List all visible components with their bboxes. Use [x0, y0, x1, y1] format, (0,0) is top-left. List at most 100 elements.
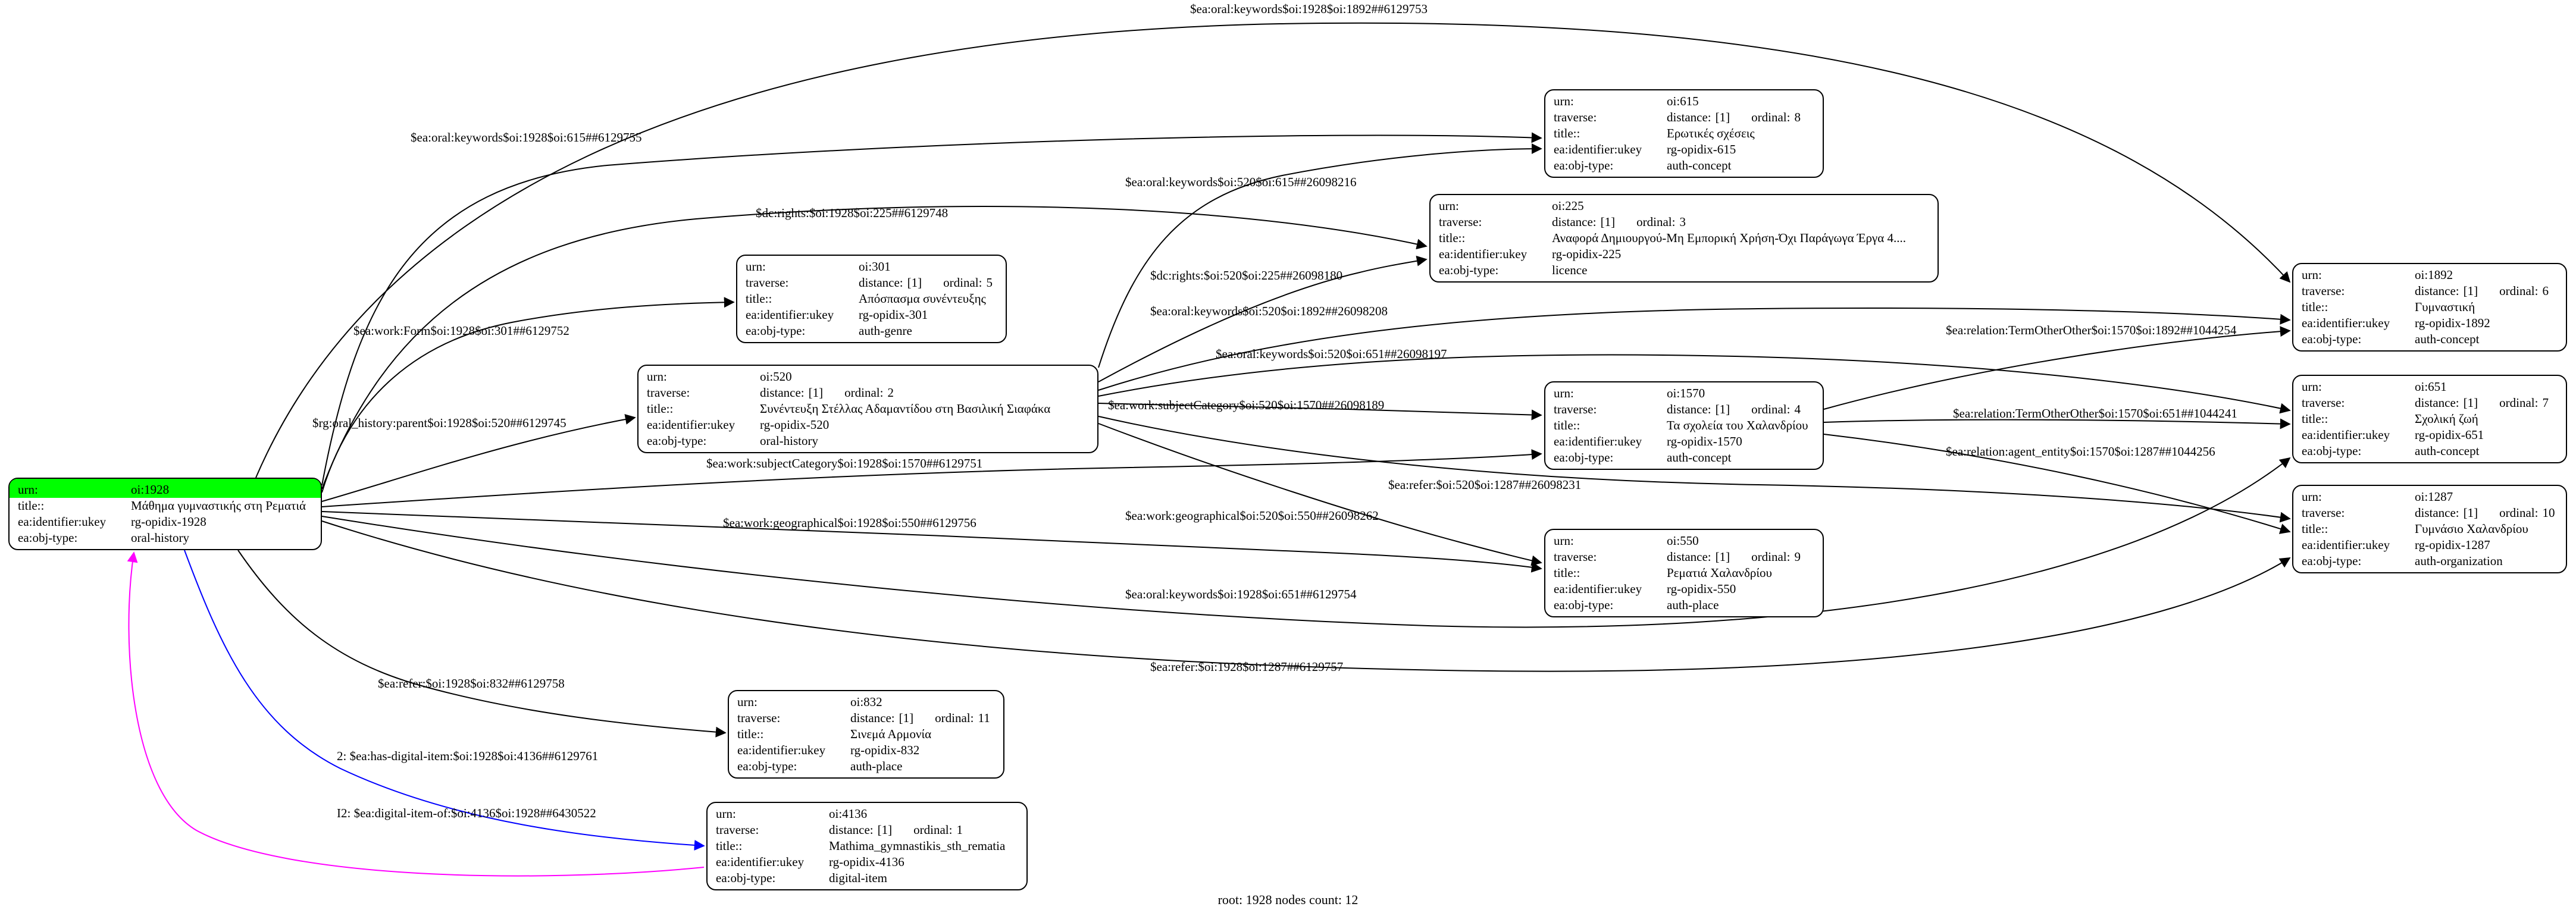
- field-key: ea:identifier:ukey: [2302, 428, 2390, 442]
- edge-oral-keywords-1928-1892: [255, 22, 2291, 478]
- node-field-row: ea:obj-type:auth-organization: [2293, 553, 2566, 569]
- edge-oral-keywords-1928-651: [321, 457, 2291, 628]
- node-oi-615[interactable]: urn:oi:615 traverse:distance:[1]ordinal:…: [1544, 89, 1824, 178]
- field-key: traverse:: [647, 385, 690, 400]
- node-field-row: traverse:distance:[1]ordinal:6: [2293, 283, 2566, 299]
- field-key: ea:obj-type:: [647, 434, 707, 448]
- node-oi-651[interactable]: urn:oi:651 traverse:distance:[1]ordinal:…: [2292, 375, 2567, 463]
- node-field-row: urn:oi:1892: [2293, 267, 2566, 283]
- node-field-row: traverse:distance:[1]ordinal:1: [708, 822, 1026, 838]
- node-field-row: ea:obj-type: oral-history: [10, 530, 321, 546]
- ordinal-value: 5: [986, 275, 993, 290]
- field-value: distance:[1]ordinal:11: [850, 710, 995, 726]
- node-field-row: traverse:distance:[1]ordinal:3: [1431, 214, 1938, 230]
- field-key: traverse:: [1439, 215, 1482, 229]
- distance-label: distance:: [1552, 215, 1597, 229]
- node-field-row: urn:oi:4136: [708, 806, 1026, 822]
- field-value: distance:[1]ordinal:10: [2415, 505, 2558, 521]
- field-value: distance:[1]ordinal:4: [1667, 401, 1814, 418]
- node-oi-1928[interactable]: urn:oi:1928 title::Μάθημα γυμναστικής στ…: [8, 478, 322, 550]
- ordinal-label: ordinal:: [943, 275, 982, 290]
- field-value: oi:550: [1667, 534, 1699, 548]
- field-key: urn:: [18, 482, 38, 497]
- node-oi-301[interactable]: urn:oi:301 traverse:distance:[1]ordinal:…: [736, 255, 1007, 343]
- edge-label-oral-history-parent-1928-520: $rg:oral_history:parent$oi:1928$oi:520##…: [312, 416, 566, 430]
- edge-refer-1928-832: [237, 550, 727, 738]
- distance-value: [1]: [2463, 506, 2478, 520]
- field-value: distance:[1]ordinal:8: [1667, 109, 1814, 126]
- edge-relation-termotherother-1570-1892: [1823, 326, 2291, 410]
- node-oi-4136[interactable]: urn:oi:4136 traverse:distance:[1]ordinal…: [706, 802, 1028, 890]
- field-key: title::: [2302, 522, 2328, 536]
- edge-work-form-1928-301: [321, 297, 735, 493]
- field-value: oral-history: [131, 531, 189, 545]
- ordinal-label: ordinal:: [2499, 506, 2539, 520]
- field-value: digital-item: [829, 871, 887, 885]
- field-value: oi:1570: [1667, 386, 1705, 400]
- field-value: auth-organization: [2415, 554, 2503, 568]
- edge-dc-rights-520-225: [1098, 255, 1428, 382]
- ordinal-label: ordinal:: [1751, 110, 1791, 124]
- distance-label: distance:: [760, 385, 805, 400]
- edge-refer-520-1287: [1098, 416, 2291, 523]
- node-field-row: title::Συνέντευξη Στέλλας Αδαμαντίδου στ…: [638, 401, 1097, 417]
- field-key: urn:: [1554, 94, 1574, 108]
- distance-value: [1]: [1715, 550, 1730, 564]
- node-oi-1570[interactable]: urn:oi:1570 traverse:distance:[1]ordinal…: [1544, 381, 1824, 470]
- field-key: urn:: [1554, 386, 1574, 400]
- node-field-row: traverse:distance:[1]ordinal:9: [1545, 549, 1823, 565]
- node-oi-550[interactable]: urn:oi:550 traverse:distance:[1]ordinal:…: [1544, 529, 1824, 617]
- field-key: ea:obj-type:: [18, 531, 78, 545]
- field-value: distance:[1]ordinal:9: [1667, 549, 1814, 565]
- ordinal-value: 4: [1794, 402, 1801, 416]
- field-value: distance:[1]ordinal:7: [2415, 395, 2558, 411]
- field-value: oi:225: [1552, 199, 1584, 213]
- distance-label: distance:: [1667, 550, 1711, 564]
- ordinal-label: ordinal:: [913, 823, 953, 837]
- field-value: rg-opidix-615: [1667, 142, 1736, 156]
- field-key: urn:: [2302, 490, 2322, 504]
- field-value: Γυμνάσιο Χαλανδρίου: [2415, 522, 2528, 536]
- field-value: oi:1928: [131, 482, 170, 497]
- node-oi-1287[interactable]: urn:oi:1287 traverse:distance:[1]ordinal…: [2292, 485, 2567, 573]
- node-oi-520[interactable]: urn:oi:520 traverse:distance:[1]ordinal:…: [637, 365, 1098, 453]
- edge-label-refer-1928-832: $ea:refer:$oi:1928$oi:832##6129758: [378, 676, 565, 691]
- ordinal-label: ordinal:: [935, 711, 974, 725]
- field-key: ea:identifier:ukey: [737, 743, 826, 757]
- node-field-row: title::Σινεμά Αρμονία: [729, 726, 1003, 742]
- field-key: ea:identifier:ukey: [1439, 247, 1528, 261]
- field-key: ea:obj-type:: [1439, 263, 1499, 277]
- field-key: ea:obj-type:: [1554, 450, 1614, 465]
- field-value: oi:1287: [2415, 490, 2453, 504]
- field-key: title::: [1554, 418, 1580, 432]
- node-field-row: title::Απόσπασμα συνέντευξης: [737, 291, 1006, 307]
- edge-relation-termotherother-1570-651: [1823, 418, 2291, 429]
- field-key: traverse:: [2302, 506, 2345, 520]
- distance-value: [1]: [1600, 215, 1616, 229]
- field-value: Σχολική ζωή: [2415, 412, 2478, 426]
- edge-label-dc-rights-1928-225: $dc:rights:$oi:1928$oi:225##6129748: [756, 206, 949, 220]
- field-key: traverse:: [1554, 550, 1597, 564]
- ordinal-value: 1: [956, 823, 963, 837]
- field-value: oi:615: [1667, 94, 1699, 108]
- node-oi-1892[interactable]: urn:oi:1892 traverse:distance:[1]ordinal…: [2292, 263, 2567, 352]
- field-key: ea:identifier:ukey: [647, 418, 735, 432]
- node-field-row: traverse:distance:[1]ordinal:5: [737, 275, 1006, 291]
- edge-work-subjectcategory-1928-1570: [321, 449, 1542, 507]
- field-key: urn:: [647, 369, 667, 384]
- edge-label-refer-1928-1287: $ea:refer:$oi:1928$oi:1287##6129757: [1150, 660, 1344, 674]
- node-field-row: ea:obj-type:auth-concept: [2293, 443, 2566, 459]
- field-key: ea:obj-type:: [1554, 598, 1614, 612]
- field-value: rg-opidix-301: [859, 308, 928, 322]
- node-oi-832[interactable]: urn:oi:832 traverse:distance:[1]ordinal:…: [728, 690, 1004, 779]
- field-key: ea:obj-type:: [1554, 158, 1614, 172]
- field-value: Ερωτικές σχέσεις: [1667, 126, 1755, 140]
- distance-value: [1]: [907, 275, 922, 290]
- distance-value: [1]: [877, 823, 893, 837]
- node-oi-225[interactable]: urn:oi:225 traverse:distance:[1]ordinal:…: [1429, 194, 1939, 283]
